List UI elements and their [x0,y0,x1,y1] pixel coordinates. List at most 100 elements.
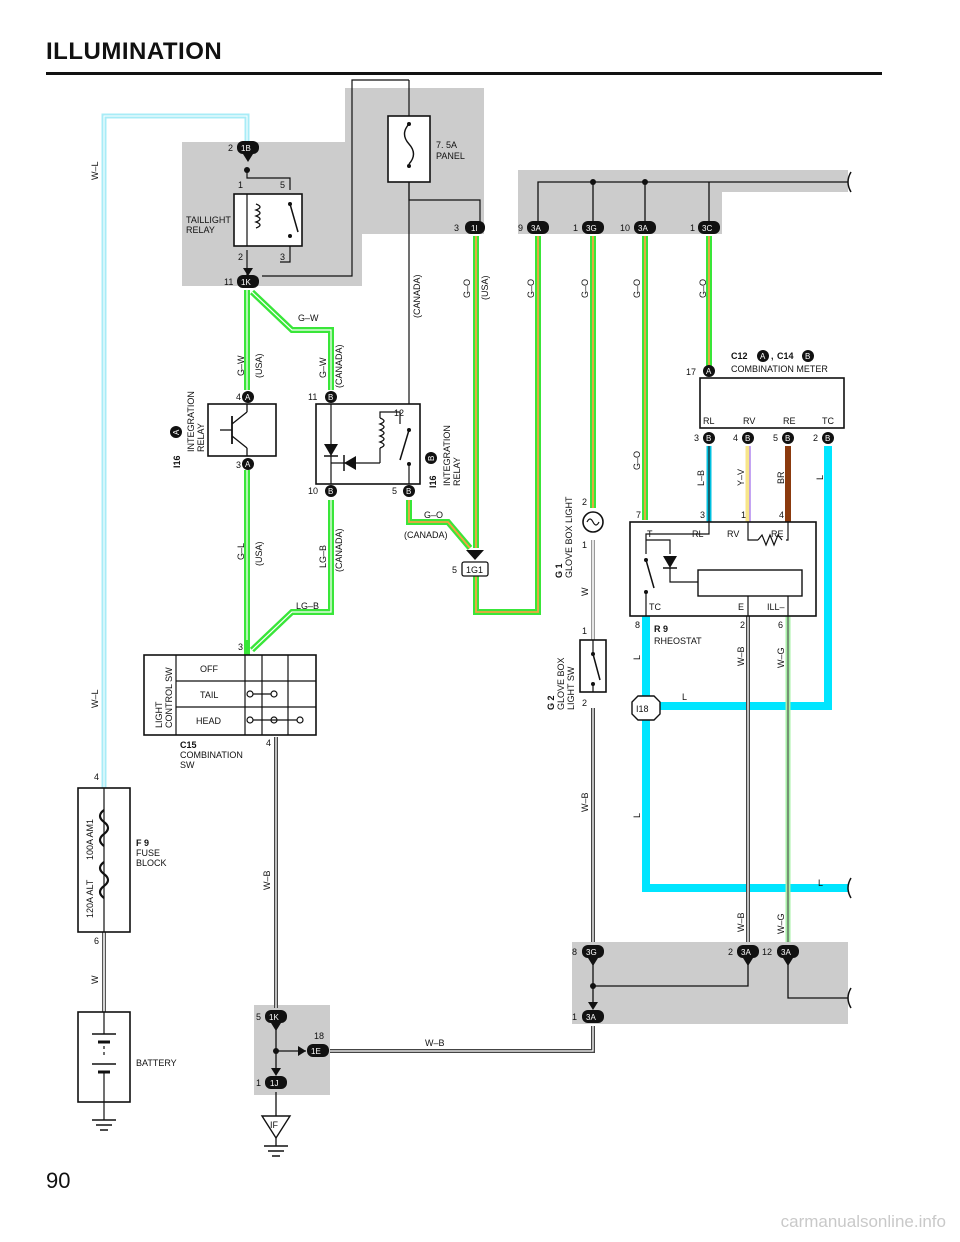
connector-label: 1K [241,278,251,287]
connector-1i: 1I 3 [454,221,485,234]
connector-label: 1I [471,224,478,233]
light-control-switch: OFF TAIL HEAD LIGHT CONTROL SW C15 COMBI… [143,642,317,770]
pin-label: 2 [740,620,745,630]
junction-dots [590,179,648,989]
connector-label: 3C [702,224,712,233]
connector-label: B [406,487,411,496]
pin-label: 6 [778,620,783,630]
fuse-block-code: F 9 [136,838,149,848]
connector-a-3: A [242,458,254,470]
title-rule [46,72,882,75]
pin-label: 4 [733,433,738,443]
pin-label: 12 [394,408,404,418]
wire-label: G–W [298,313,319,323]
wire-label: G–O [632,451,642,470]
connector-b-5: B [403,485,415,497]
pin-label: 7 [636,510,641,520]
pin-label: 2 [582,497,587,507]
connector-meter-b-4: B [742,432,754,444]
connector-1k-top: 1K 11 [224,268,259,288]
connector-1e: 1E 18 [273,1031,329,1057]
wire-label: L [632,813,642,818]
glove-sw-name-2: LIGHT SW [566,666,576,710]
wire-panel-feed [246,79,481,430]
glove-light-code: G 1 [554,563,564,578]
connector-label: 3G [586,224,597,233]
wire-label: G–O [698,279,708,298]
meter-sep: , [771,351,774,361]
wire-label: W–G [776,647,786,668]
wire-label: L–B [696,470,706,486]
wire-label: W [90,975,100,984]
wire-label: G–O [526,279,536,298]
wire-label: Y–V [736,469,746,486]
connector-meter-b-5: B [782,432,794,444]
lcs-name-3: COMBINATION [180,750,243,760]
rheostat-terminal: RV [727,529,739,539]
pin-label: 1 [572,1012,577,1022]
relay-b-tag: B [427,456,436,461]
pin-label: 1 [256,1078,261,1088]
wire-label: W [580,587,590,596]
connector-label: 1G1 [466,565,483,575]
relay-b-name-2: RELAY [452,457,462,486]
watermark: carmanualsonline.info [780,1212,946,1231]
connector-3a-10: 3A 10 [620,221,656,234]
pin-label: 4 [236,392,241,402]
glove-sw-code: G 2 [546,695,556,710]
rheostat-terminal: ILL– [767,602,785,612]
rheostat-name: RHEOSTAT [654,636,702,646]
relay-a-name-1: INTEGRATION [186,391,196,452]
meter-name: COMBINATION METER [731,364,828,374]
wire-label: (USA) [254,353,264,378]
connector-3c: 3C 1 [690,221,720,234]
wire-label: L [682,692,687,702]
connector-1b: 1B 2 [228,141,259,162]
connector-label: A [245,460,251,469]
junction-i18: I18 [631,695,661,721]
pin-label: 9 [518,223,523,233]
wire-continuation-marks [847,171,852,1009]
page-number: 90 [46,1168,71,1193]
pin-label: 11 [308,392,317,402]
meter-terminal: RL [703,416,715,426]
pin-label: 1 [573,223,578,233]
connector-label: B [785,434,790,443]
pin-label: 1 [690,223,695,233]
connector-meter-a: A [703,365,715,377]
connector-label: B [328,487,333,496]
rheostat: T RL RV RE TC E ILL– 7 3 1 4 8 2 6 R 9 R… [629,510,817,646]
wire-label: BR [776,471,786,484]
wire-label: L [818,878,823,888]
fuse-block: 100A AM1 120A ALT F 9 FUSE BLOCK 4 6 [77,772,167,946]
lcs-name-2: CONTROL SW [164,667,174,728]
wire-label: (CANADA) [334,344,344,388]
connector-label: B [745,434,750,443]
pin-label: 2 [238,252,243,262]
lcs-code: C15 [180,740,197,750]
rheostat-terminal: T [647,529,653,539]
pin-label: 8 [572,947,577,957]
pin-label: 3 [238,642,243,652]
pin-label: 17 [686,367,696,377]
wire-label: (USA) [254,541,264,566]
wire-label: G–L [236,543,246,560]
meter-tag-1: A [760,352,766,361]
pin-label: 1 [238,180,243,190]
connector-label: 3A [531,224,541,233]
battery: BATTERY [77,1011,177,1131]
battery-name: BATTERY [136,1058,177,1068]
integration-relay-b: 11 12 10 5 I16 B INTEGRATION RELAY [308,392,462,496]
meter-terminal: RE [783,416,796,426]
connector-b-11: B [325,391,337,403]
connector-label: A [706,367,712,376]
relay-b-name-1: INTEGRATION [442,425,452,486]
wire-label: L [815,475,825,480]
pin-label: 10 [308,486,318,496]
wire-label: G–W [236,355,246,376]
lcs-position: OFF [200,664,218,674]
pin-label: 18 [314,1031,324,1041]
pin-label: 3 [700,510,705,520]
wire-label: G–O [424,510,443,520]
glove-light-name: GLOVE BOX LIGHT [564,496,574,578]
